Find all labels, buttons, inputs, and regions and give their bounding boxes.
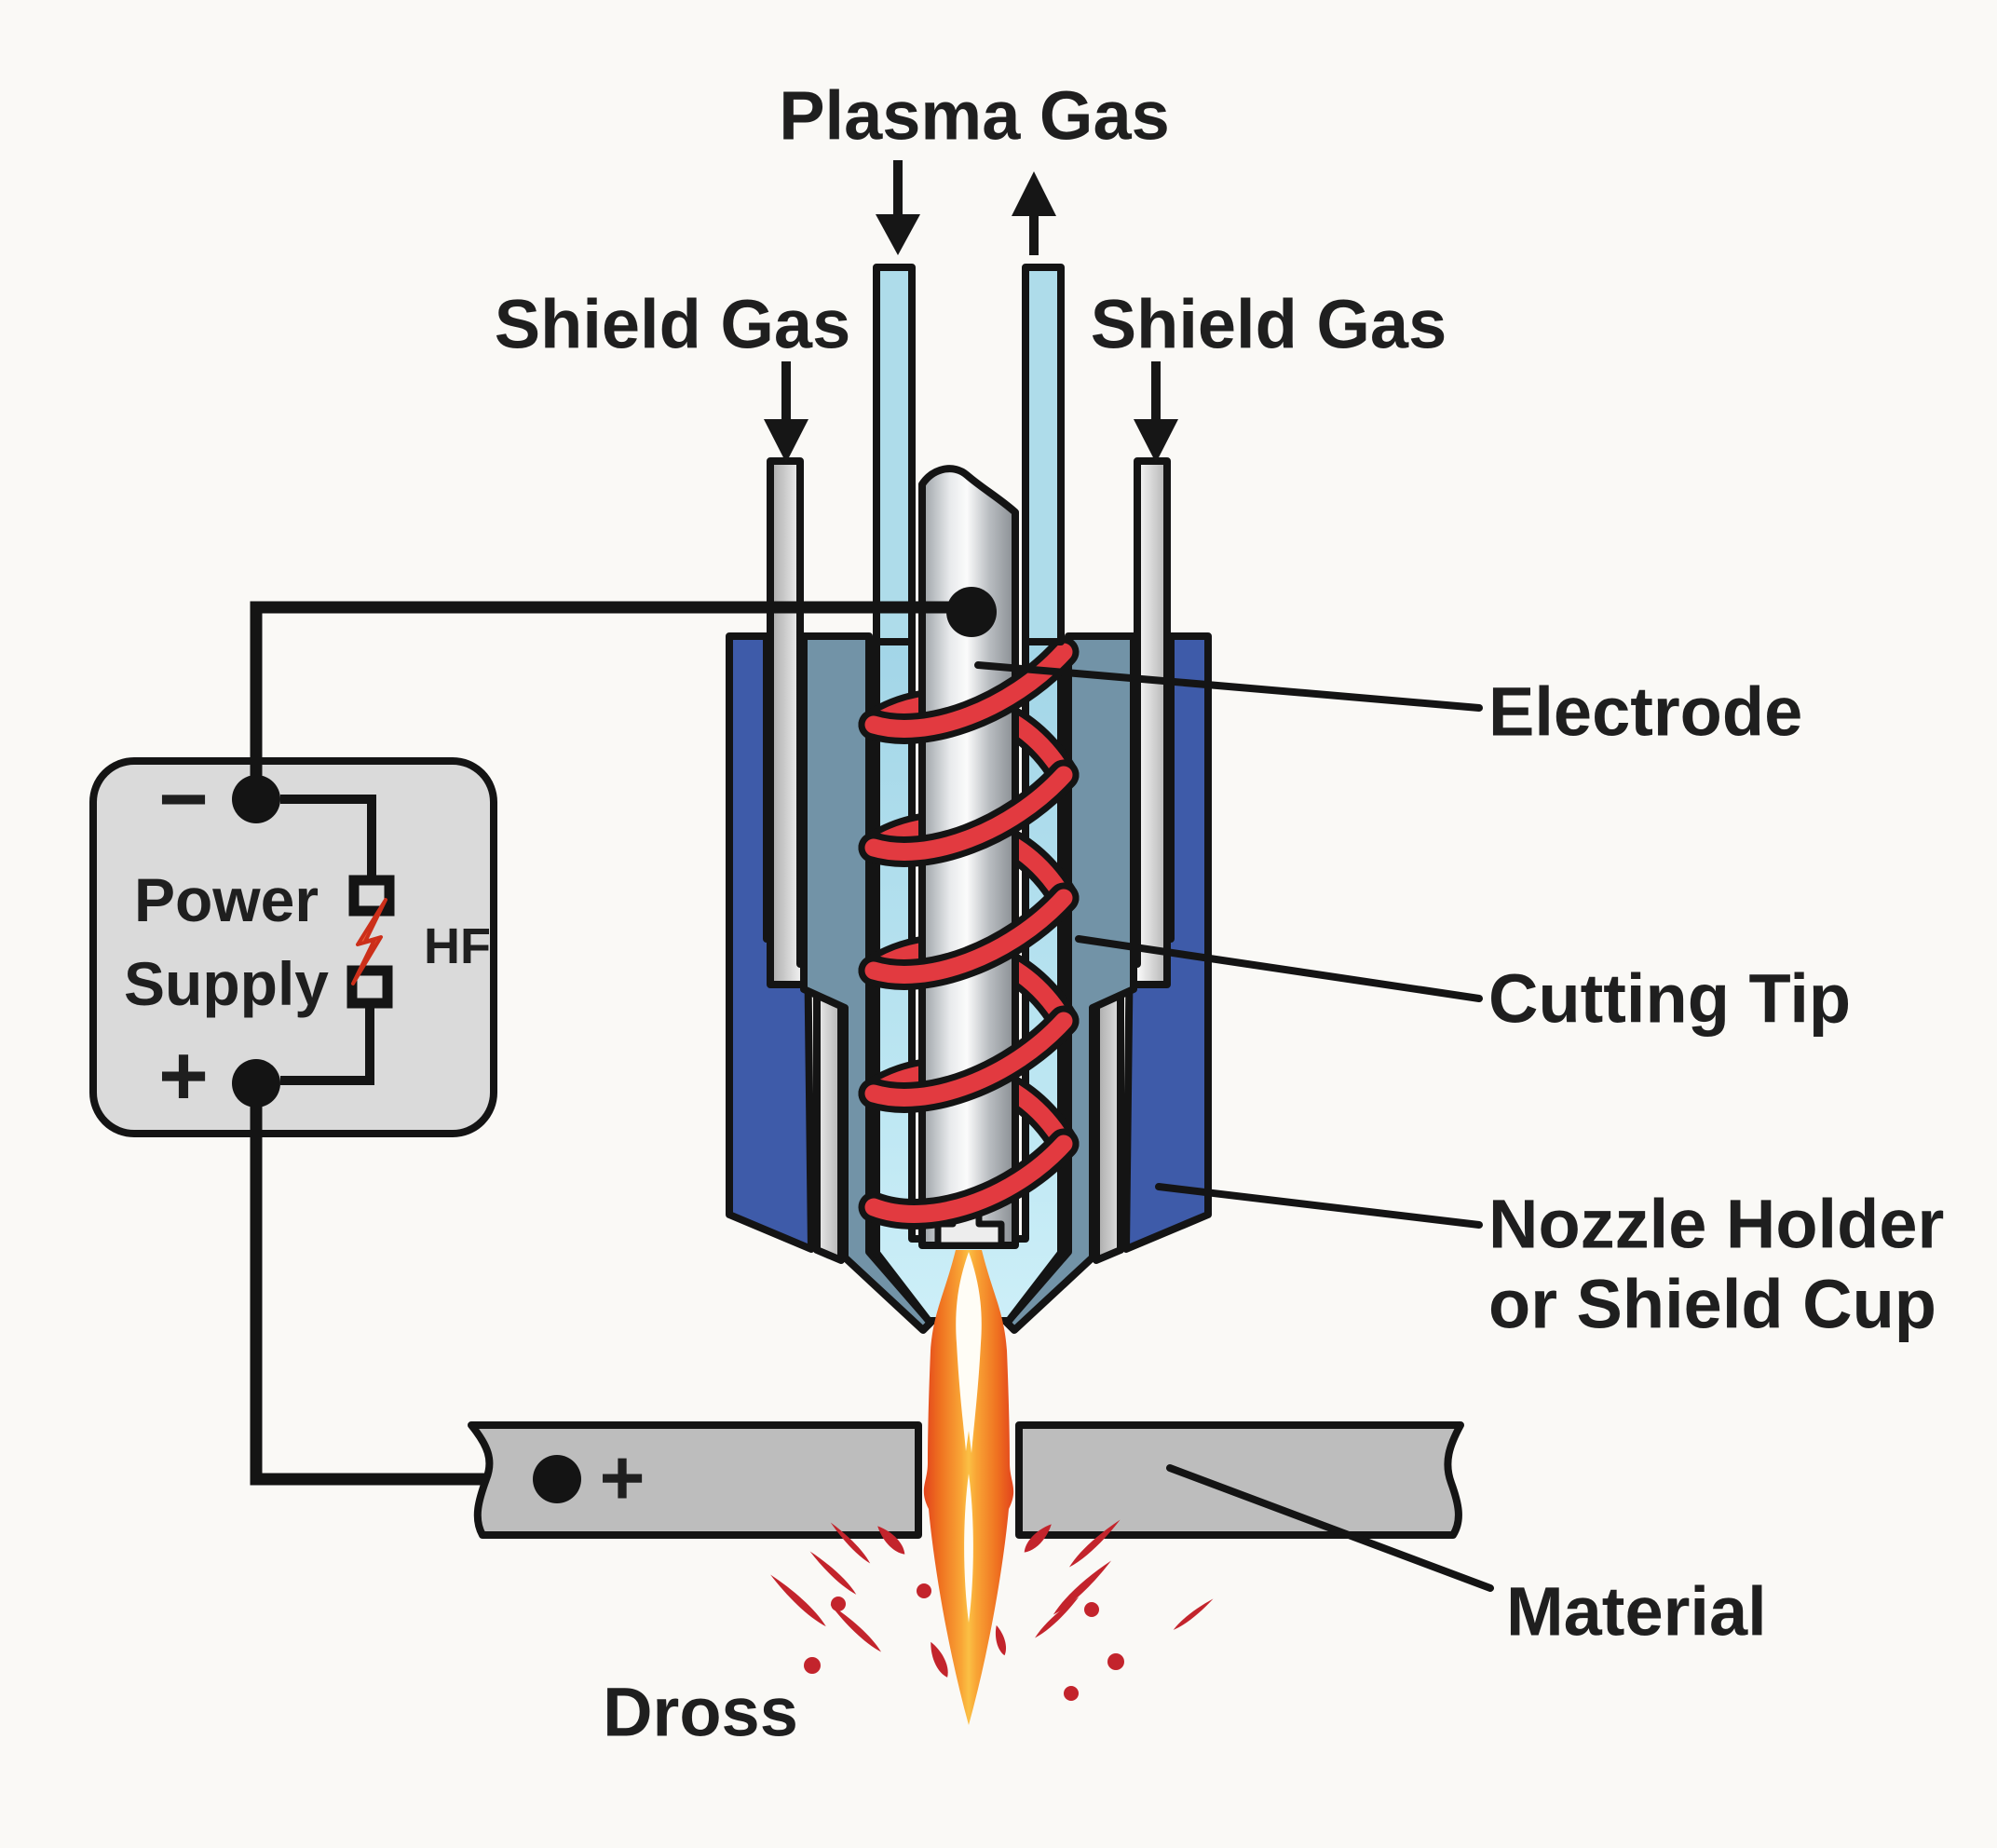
hf-spark-lightning-icon: [351, 898, 387, 985]
coil-front-arc: [864, 1135, 1073, 1223]
plasma-down-arrow-icon: [876, 214, 920, 255]
coil-front-arc: [864, 889, 1073, 984]
shield-left-arrow-icon: [764, 419, 808, 463]
shield-gas-tube-left: [767, 457, 845, 1264]
electrode-connection-dot: [946, 587, 997, 637]
coil-front-arc: [864, 766, 1073, 861]
shield-gas-label-right: Shield Gas: [1091, 286, 1447, 363]
dross-droplet: [831, 1597, 846, 1611]
flame-core-lower: [964, 1474, 973, 1623]
shield-gas-tube-right: [1093, 457, 1171, 1264]
material-plate-right: [1015, 1421, 1464, 1539]
dross-droplet: [1024, 1524, 1052, 1553]
electrode-wire: [250, 601, 970, 790]
shield-right-arrow-icon: [1134, 419, 1178, 463]
nozzle-holder-label-line: [1155, 1183, 1483, 1229]
workpiece-positive-symbol: +: [599, 1434, 645, 1521]
dross-droplet: [1053, 1560, 1112, 1615]
shield-right-arrow-shaft: [1151, 361, 1161, 423]
plasma-gas-label: Plasma Gas: [779, 77, 1170, 155]
dross-droplet: [877, 1526, 905, 1555]
dross-droplet: [917, 1583, 931, 1598]
dross-droplet: [995, 1624, 1007, 1656]
dross-droplet: [809, 1551, 857, 1595]
positive-terminal-symbol: +: [158, 1028, 209, 1123]
plasma-gas-tube-right: [1022, 264, 1065, 645]
dross-label: Dross: [603, 1674, 798, 1751]
negative-terminal-dot: [232, 775, 280, 823]
positive-terminal-dot: [232, 1059, 280, 1107]
negative-terminal-symbol: −: [158, 752, 209, 847]
dross-splatter: [770, 1519, 1214, 1701]
dross-droplet: [1173, 1598, 1214, 1630]
nozzle-holder-label-line2: or Shield Cup: [1488, 1266, 1936, 1343]
electrode-label-line: [974, 661, 1483, 712]
material-label: Material: [1506, 1573, 1767, 1651]
dross-droplet: [830, 1604, 882, 1652]
plasma-up-arrow-shaft: [1029, 212, 1039, 255]
cutting-tip-label-line: [1075, 935, 1483, 1002]
coil-front-arc: [864, 1012, 1073, 1107]
plasma-up-arrow-icon: [1012, 171, 1056, 216]
material-plates: +: [468, 1421, 1464, 1539]
plasma-down-arrow-shaft: [893, 160, 903, 218]
power-supply-label-line1: Power: [134, 865, 319, 934]
material-label-line: [1166, 1464, 1494, 1592]
nozzle-holder-label-line1: Nozzle Holder: [1488, 1186, 1944, 1263]
spark-gap-upper-square: [348, 875, 395, 917]
internal-wire-bottom: [280, 1005, 374, 1085]
dross-droplet: [830, 1522, 871, 1564]
electrode-label: Electrode: [1488, 673, 1802, 751]
workpiece-wire: [250, 1105, 540, 1486]
dross-droplet: [1084, 1602, 1099, 1617]
dross-droplet: [770, 1574, 826, 1627]
dross-droplet: [804, 1657, 821, 1674]
shield-left-arrow-shaft: [781, 361, 791, 423]
dross-droplet: [1068, 1519, 1121, 1568]
cutting-tip-right: [1003, 632, 1137, 1334]
shield-gas-label-left: Shield Gas: [495, 286, 850, 363]
flame-core-upper: [956, 1252, 982, 1453]
plasma-gas-tube-left: [873, 264, 916, 645]
dross-droplet: [931, 1641, 948, 1678]
internal-wire-top: [280, 795, 376, 876]
cutting-tip-label: Cutting Tip: [1488, 960, 1851, 1038]
power-supply-body: [89, 757, 497, 1137]
hf-label: HF: [424, 918, 491, 974]
gas-flow-arrows: [764, 160, 1178, 463]
dross-droplet: [1035, 1597, 1080, 1638]
workpiece-connection-dot: [533, 1455, 581, 1503]
power-supply-box: − + Power Supply HF: [89, 752, 497, 1137]
material-plate-left: [468, 1421, 922, 1539]
plasma-flame: [923, 1250, 1014, 1725]
spark-gap-lower-square: [346, 965, 393, 1009]
dross-droplet: [1064, 1686, 1079, 1701]
dross-droplet: [1107, 1653, 1124, 1670]
power-supply-label-line2: Supply: [124, 949, 329, 1018]
